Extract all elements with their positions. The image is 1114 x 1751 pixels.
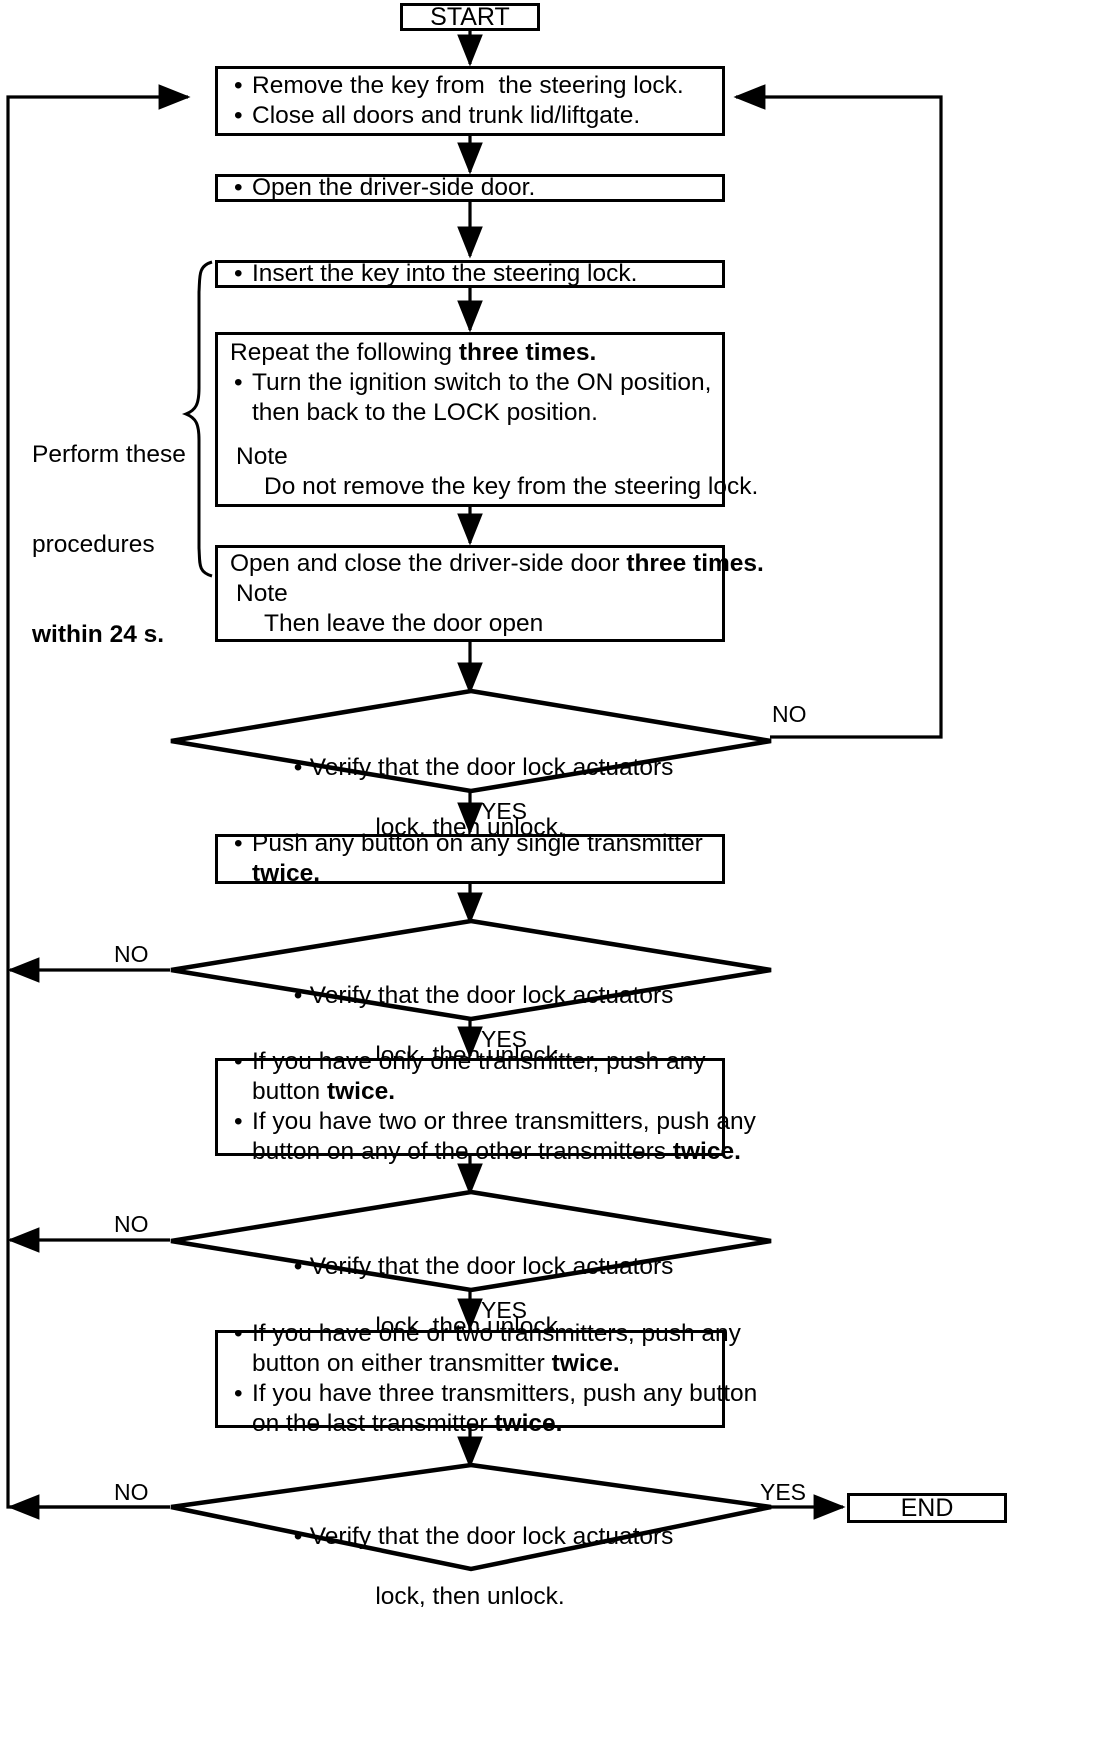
decision-1-no-label: NO <box>772 701 807 727</box>
step7-bullet-2-line-2: button on any of the other transmitters … <box>230 1137 741 1167</box>
decision-4-text: Verify that the door lock actuators lock… <box>200 1492 740 1672</box>
decision-4-shape <box>170 1462 772 1572</box>
step5-note-title: Note <box>236 579 288 607</box>
process-transmitter-options-b: If you have one or two transmitters, pus… <box>215 1319 757 1437</box>
step5-heading-emphasis: three times. <box>626 549 764 577</box>
step8-bullet-2-line-1: If you have three transmitters, push any… <box>230 1379 757 1409</box>
decision-3-line-1: Verify that the door lock actuators <box>294 1252 674 1282</box>
decision-4-yes-label: YES <box>760 1479 807 1505</box>
step7-bullet-2-line-1: If you have two or three transmitters, p… <box>230 1107 756 1137</box>
process-insert-key: Insert the key into the steering lock. <box>215 259 725 289</box>
decision-1-yes-label: YES <box>481 798 528 824</box>
end-label: END <box>900 1493 954 1522</box>
process-open-driver-door: Open the driver-side door. <box>215 173 725 203</box>
step4-heading: Repeat the following three times. <box>230 338 722 368</box>
decision-1-line-1: Verify that the door lock actuators <box>294 753 674 783</box>
brace-line-2: procedures <box>32 531 155 558</box>
brace-line-3: within 24 s. <box>32 621 165 648</box>
step4-heading-emphasis: three times. <box>458 338 597 366</box>
step4-note-title: Note <box>236 442 288 470</box>
step6-bullet-1-line-1: Push any button on any single transmitte… <box>230 829 722 859</box>
decision-3-no-label: NO <box>114 1211 149 1237</box>
step8-b1-l2-text: button on either transmitter <box>252 1350 552 1377</box>
step5-heading: Open and close the driver-side door thre… <box>230 549 764 579</box>
step7-b1-l2-text: button <box>252 1078 327 1105</box>
step1-bullet-2: Close all doors and trunk lid/liftgate. <box>230 101 722 131</box>
decision-4-no-label: NO <box>114 1479 149 1505</box>
step8-bullet-1-line-1: If you have one or two transmitters, pus… <box>230 1319 741 1349</box>
decision-2-no-label: NO <box>114 941 149 967</box>
step4-spacer <box>230 428 722 442</box>
step8-b2-l2-emphasis: twice. <box>494 1410 563 1437</box>
step5-heading-text: Open and close the driver-side door <box>230 549 627 577</box>
step7-b2-l2-text: button on any of the other transmitters <box>252 1138 673 1165</box>
start-label: START <box>430 2 510 31</box>
step7-b2-l2-emphasis: twice. <box>672 1138 741 1165</box>
brace-line-1: Perform these <box>32 441 186 468</box>
decision-4-line-1: Verify that the door lock actuators <box>294 1522 674 1552</box>
step4-bullet-1-line-1: Turn the ignition switch to the ON posit… <box>230 368 722 398</box>
step8-bullet-1-line-2: button on either transmitter twice. <box>230 1349 722 1379</box>
step8-bullet-2-line-2: on the last transmitter twice. <box>230 1409 722 1439</box>
process-open-close-door-three-times: Open and close the driver-side door thre… <box>215 545 764 642</box>
step7-bullet-1-line-2: button twice. <box>230 1077 722 1107</box>
step8-b1-l2-emphasis: twice. <box>551 1350 620 1377</box>
process-repeat-ignition-three-times: Repeat the following three times. Turn t… <box>215 332 759 507</box>
step5-note-body: Then leave the door open <box>264 609 544 637</box>
process-remove-key-close-doors: Remove the key from the steering lock. C… <box>215 66 725 136</box>
process-push-button-single-transmitter: Push any button on any single transmitte… <box>215 829 725 887</box>
grouping-brace <box>181 260 213 578</box>
step2-bullet-1: Open the driver-side door. <box>230 173 722 203</box>
step4-heading-text: Repeat the following <box>230 338 459 366</box>
step3-bullet-1: Insert the key into the steering lock. <box>230 259 722 289</box>
process-transmitter-options-a: If you have only one transmitter, push a… <box>215 1047 756 1165</box>
step8-b2-l2-text: on the last transmitter <box>252 1410 495 1437</box>
step7-b1-l2-emphasis: twice. <box>326 1078 396 1105</box>
start-terminator: START <box>400 3 540 31</box>
step4-bullet-1-line-2: then back to the LOCK position. <box>252 398 598 426</box>
decision-2-line-1: Verify that the door lock actuators <box>294 981 674 1011</box>
brace-annotation: Perform these procedures within 24 s. <box>32 380 197 710</box>
step7-bullet-1-line-1: If you have only one transmitter, push a… <box>230 1047 722 1077</box>
step4-note-body: Do not remove the key from the steering … <box>264 472 759 500</box>
end-terminator: END <box>847 1493 1007 1523</box>
step1-bullet-1: Remove the key from the steering lock. <box>230 71 722 101</box>
decision-4-line-2: lock, then unlock. <box>375 1583 565 1610</box>
step6-bullet-1-line-2: twice. <box>252 860 321 887</box>
